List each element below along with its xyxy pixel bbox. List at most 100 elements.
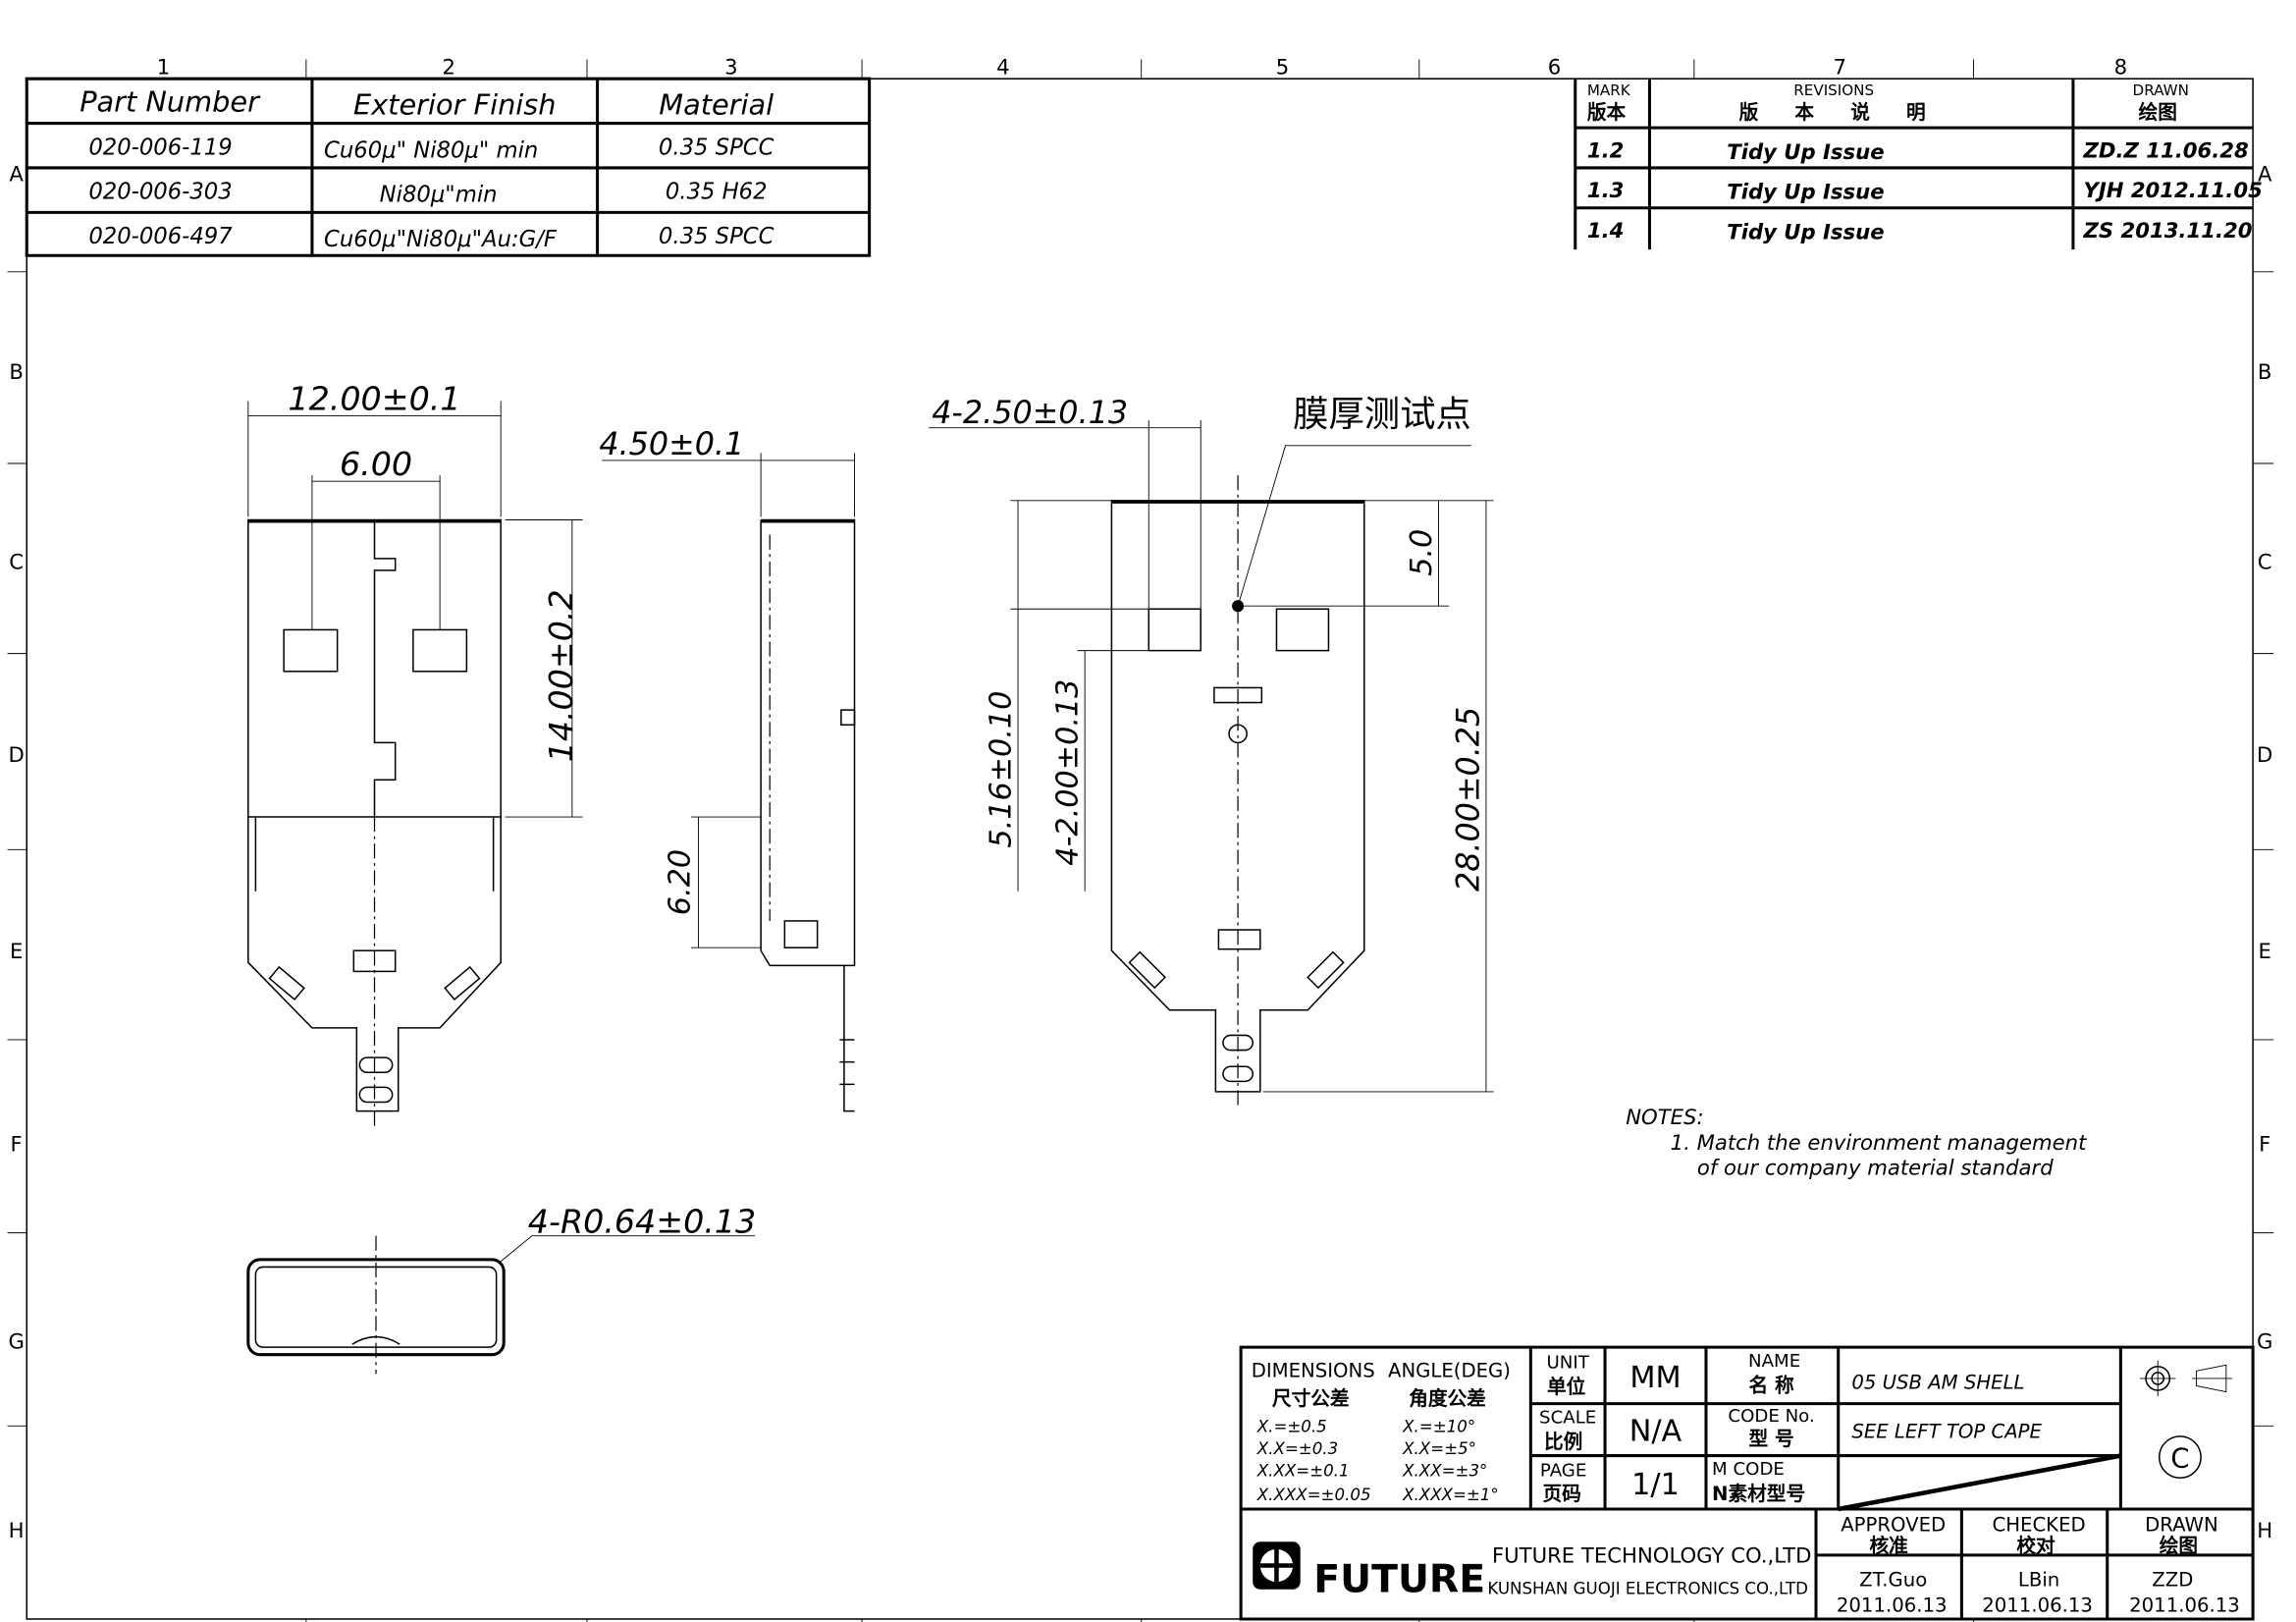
dim-total: 28.00±0.25	[1451, 707, 1486, 892]
rev-drawn: ZS 2013.11.20	[2083, 218, 2253, 243]
drawing-border	[26, 78, 2254, 1620]
table-cell: 020-006-497	[88, 224, 233, 249]
table-cell: 0.35 SPCC	[659, 224, 774, 249]
dim-200: 4-2.00±0.13	[1051, 679, 1086, 866]
name-label: NAME	[1748, 1351, 1800, 1372]
table-cell: Ni80μ"min	[380, 183, 498, 208]
notes-line: of our company material standard	[1697, 1156, 2054, 1180]
page-label-cn: 页码	[1542, 1483, 1580, 1505]
rev-description: Tidy Up Issue	[1727, 220, 1884, 244]
unit-value: MM	[1629, 1361, 1681, 1395]
col-label: 3	[724, 55, 737, 80]
dim-radius: 4-R0.64±0.13	[528, 1203, 756, 1241]
code-label-cn: 型 号	[1749, 1428, 1794, 1450]
notes: NOTES: 1. Match the environment manageme…	[1626, 1105, 2087, 1179]
notes-line: 1. Match the environment management	[1671, 1130, 2087, 1155]
unit-label-cn: 单位	[1547, 1376, 1586, 1398]
page-value: 1/1	[1631, 1468, 1680, 1502]
approved-label-cn: 核准	[1870, 1535, 1909, 1557]
row-label: E	[2259, 939, 2271, 963]
row-label: D	[2257, 742, 2272, 767]
rev-header-revisions: REVISIONS	[1793, 81, 1874, 99]
angle-label-cn: 角度公差	[1409, 1387, 1486, 1410]
row-label: A	[2258, 162, 2272, 187]
company-name: FUTURE TECHNOLOGY CO.,LTD	[1492, 1542, 1811, 1567]
table-cell: Cu60μ" Ni80μ" min	[324, 137, 538, 163]
copyright-letter: C	[2170, 1444, 2189, 1475]
rev-drawn: YJH 2012.11.05	[2084, 178, 2263, 202]
mcode-label: M CODE	[1712, 1459, 1785, 1480]
row-label: C	[2258, 549, 2272, 573]
col-label: 5	[1276, 55, 1289, 80]
dim-width: 12.00±0.1	[288, 380, 460, 418]
company-logo-text: FUTURE	[1313, 1557, 1485, 1602]
rev-header-mark: MARK	[1587, 81, 1631, 99]
name-label-cn: 名 称	[1749, 1375, 1795, 1397]
test-point-label: 膜厚测试点	[1293, 393, 1471, 435]
row-label: D	[8, 742, 24, 767]
drawn-name: ZZD	[2152, 1569, 2193, 1592]
drawn-label-cn: 绘图	[2160, 1535, 2198, 1557]
approved-date: 2011.06.13	[1837, 1594, 1948, 1616]
rev-header-mark-cn: 版本	[1587, 101, 1627, 124]
zone-markers: 1 2 3 4 5 6 7 8 1 2 3 4 5 6 7 8 A B C D …	[7, 55, 2274, 1622]
row-label: G	[2257, 1329, 2272, 1354]
tolerance: X.XXX=±1°	[1402, 1486, 1499, 1504]
code-value: SEE LEFT TOP CAPE	[1851, 1420, 2042, 1442]
drawn-label: DRAWN	[2145, 1514, 2218, 1537]
row-label: H	[2257, 1518, 2272, 1542]
top-view: 4-2.50±0.13 膜厚测试点 5.0 5.16±0.10 4-2.00±0…	[929, 393, 1494, 1108]
end-view: 4-R0.64±0.13	[246, 1203, 756, 1375]
part-name-value: 05 USB AM SHELL	[1851, 1371, 2024, 1393]
tolerance: X.=±10°	[1402, 1417, 1475, 1435]
row-label: G	[8, 1329, 24, 1354]
dim-pad-spacing: 6.00	[340, 445, 412, 483]
projection-symbol-icon	[2140, 1360, 2232, 1397]
revision-table: MARK REVISIONS DRAWN 版本 版 本 说 明 绘图 1.2 T…	[1574, 79, 2263, 250]
col-label: 7	[1833, 55, 1845, 80]
dim-top-5: 5.0	[1405, 529, 1439, 576]
row-label: C	[9, 549, 24, 573]
tolerance: X.XX=±0.1	[1256, 1462, 1350, 1481]
row-label: B	[2258, 359, 2272, 384]
future-logo-icon	[1253, 1541, 1301, 1590]
checked-name: LBin	[2018, 1569, 2059, 1592]
col-label: 1	[157, 55, 170, 80]
code-label: CODE No.	[1728, 1406, 1814, 1427]
title-block: DIMENSIONS ANGLE(DEG) 尺寸公差 角度公差 X.=±0.5 …	[1239, 1345, 2255, 1621]
row-label: F	[11, 1131, 23, 1156]
header-part-number: Part Number	[80, 84, 261, 118]
rev-header-drawn: DRAWN	[2133, 81, 2189, 99]
dim-length: 14.00±0.2	[542, 589, 580, 762]
checked-label-cn: 校对	[2016, 1535, 2056, 1557]
checked-date: 2011.06.13	[1982, 1594, 2093, 1616]
row-label: B	[9, 359, 24, 384]
tolerance: X.XXX=±0.05	[1256, 1486, 1371, 1504]
parts-table: Part Number Exterior Finish Material 020…	[25, 77, 872, 257]
col-label: 4	[996, 55, 1009, 80]
scale-label-cn: 比例	[1544, 1431, 1582, 1453]
row-label: F	[2259, 1131, 2270, 1156]
table-cell: 020-006-119	[88, 135, 232, 160]
dim-height: 4.50±0.1	[599, 427, 744, 462]
page-label: PAGE	[1540, 1461, 1586, 1482]
rev-mark: 1.4	[1587, 218, 1625, 243]
approved-name: ZT.Guo	[1859, 1569, 1927, 1592]
company-name-2: KUNSHAN GUOJI ELECTRONICS CO.,LTD	[1487, 1579, 1808, 1597]
dim-516: 5.16±0.10	[984, 691, 1018, 848]
unit-label: UNIT	[1547, 1352, 1590, 1373]
checked-label: CHECKED	[1993, 1514, 2086, 1537]
dims-label: DIMENSIONS	[1252, 1359, 1375, 1381]
copyright-icon	[2158, 1435, 2202, 1480]
notes-title: NOTES:	[1626, 1105, 1703, 1129]
row-label: A	[9, 162, 24, 187]
col-label: 6	[1548, 55, 1561, 80]
mcode-label-cn: N素材型号	[1712, 1483, 1805, 1505]
rev-description: Tidy Up Issue	[1727, 139, 1884, 164]
col-label: 2	[442, 55, 454, 80]
scale-label: SCALE	[1539, 1407, 1596, 1428]
col-label: 8	[2114, 55, 2127, 80]
table-cell: 0.35 SPCC	[659, 135, 774, 160]
header-exterior-finish: Exterior Finish	[353, 87, 557, 121]
